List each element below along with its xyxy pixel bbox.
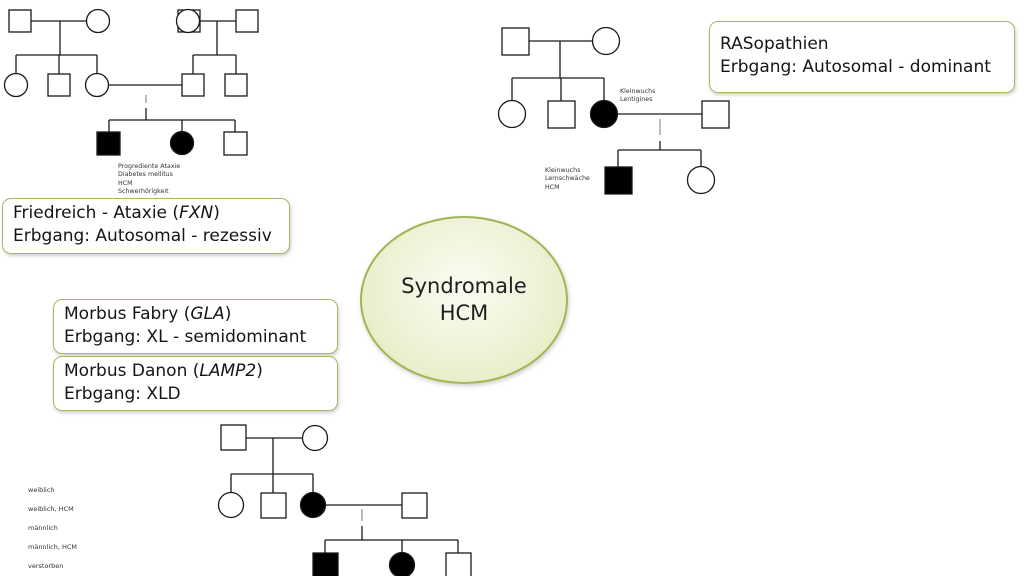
box-inheritance: Erbgang: XL - semidominant	[64, 327, 307, 347]
legend-item: verstorben	[28, 562, 64, 570]
raso-mother-annotation: Kleinwuchs Lentigines	[620, 88, 655, 105]
gene-name: GLA	[190, 304, 225, 324]
female-symbol	[591, 26, 621, 56]
annotation-line: HCM	[118, 179, 133, 187]
box-title: Morbus Danon (LAMP2)	[64, 361, 263, 381]
male-symbol	[181, 73, 205, 97]
female-symbol	[3, 72, 29, 98]
raso-child-annotation: Kleinwuchs Lernschwäche HCM	[545, 167, 590, 192]
danon-box: Morbus Danon (LAMP2) Erbgang: XLD	[53, 356, 338, 411]
legend-item: männlich	[28, 524, 58, 532]
male-symbol	[445, 552, 472, 576]
male-symbol	[701, 100, 730, 129]
female-symbol	[686, 165, 716, 195]
box-inheritance: Erbgang: Autosomal - rezessiv	[13, 226, 272, 246]
male-symbol	[401, 492, 428, 519]
male-symbol	[235, 9, 259, 33]
annotation-line: Kleinwuchs	[620, 88, 656, 95]
male-symbol	[8, 9, 32, 33]
female-symbol	[497, 99, 527, 129]
male-symbol	[47, 73, 71, 97]
female-symbol	[175, 8, 201, 34]
gene-name: LAMP2	[199, 361, 257, 381]
affected-male-symbol	[312, 552, 339, 576]
annotation-line: Diabetes mellitus	[118, 171, 173, 179]
box-title: RASopathien	[720, 34, 829, 54]
annotation-line: Progrediente Ataxie	[118, 163, 181, 170]
center-title-line1: Syndromale	[401, 274, 527, 298]
female-symbol	[84, 72, 110, 98]
rasopathien-box: RASopathien Erbgang: Autosomal - dominan…	[709, 21, 1015, 93]
center-topic-ellipse: Syndromale HCM	[360, 216, 568, 384]
center-title-line2: HCM	[439, 301, 489, 325]
female-symbol	[217, 491, 245, 519]
friedreich-annotation: Progrediente Ataxie Diabetes mellitus HC…	[118, 163, 180, 197]
box-inheritance: Erbgang: Autosomal - dominant	[720, 57, 991, 77]
annotation-line: Kleinwuchs	[545, 167, 581, 174]
friedreich-box: Friedreich - Ataxie (FXN) Erbgang: Autos…	[2, 198, 290, 254]
gene-name: FXN	[179, 203, 214, 223]
annotation-line: Lentigines	[620, 96, 653, 104]
box-title: Morbus Fabry (GLA)	[64, 304, 232, 324]
affected-male-symbol	[604, 166, 633, 195]
male-symbol	[547, 100, 576, 129]
annotation-line: Schwerhörigkeit	[118, 188, 169, 196]
legend-item: weiblich	[28, 486, 55, 494]
male-symbol	[501, 27, 530, 56]
male-symbol	[223, 131, 248, 156]
annotation-line: Lernschwäche	[545, 175, 590, 183]
box-inheritance: Erbgang: XLD	[64, 384, 181, 404]
affected-female-symbol	[388, 551, 416, 576]
affected-female-symbol	[589, 99, 619, 129]
affected-female-symbol	[169, 130, 195, 156]
annotation-line: HCM	[545, 183, 560, 191]
male-symbol	[220, 424, 247, 451]
xlinked-pedigree	[217, 424, 472, 576]
male-symbol	[260, 492, 287, 519]
box-title: Friedreich - Ataxie (FXN)	[13, 203, 220, 223]
female-symbol	[85, 8, 111, 34]
female-symbol	[301, 424, 329, 452]
affected-male-symbol	[96, 131, 121, 156]
friedreich-pedigree	[3, 8, 259, 156]
affected-female-symbol	[299, 491, 327, 519]
rasopathien-pedigree	[497, 26, 730, 195]
legend-item: männlich, HCM	[28, 543, 78, 551]
fabry-box: Morbus Fabry (GLA) Erbgang: XL - semidom…	[53, 299, 338, 354]
legend-item: weiblich, HCM	[28, 505, 74, 513]
male-symbol	[224, 73, 248, 97]
